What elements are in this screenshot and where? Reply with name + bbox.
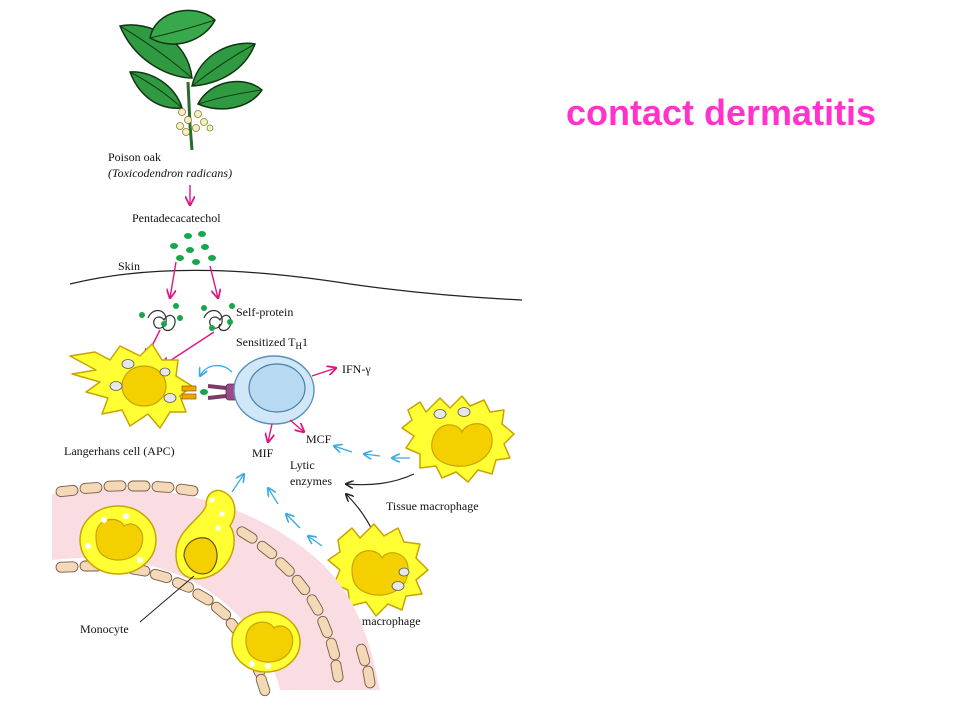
label-monocyte: Monocyte <box>80 622 129 636</box>
plant-stem <box>186 81 194 151</box>
monocyte-pointer-line <box>139 575 195 623</box>
plant-leaf <box>128 71 183 109</box>
slide-title: contact dermatitis <box>566 92 877 133</box>
tissue-macrophage-upper <box>401 395 515 483</box>
plant-leaf <box>149 9 216 45</box>
plant-berries <box>176 108 214 136</box>
label-poison-oak-latin: (Toxicodendron radicans) <box>108 166 232 180</box>
contact-dermatitis-diagram: Poison oak (Toxicodendron radicans) Pent… <box>52 9 523 697</box>
arrow-chemical-right <box>209 265 218 298</box>
label-pentadecacatechol: Pentadecacatechol <box>132 211 221 225</box>
arrow-mif <box>268 423 272 442</box>
label-langerhans-cell: Langerhans cell (APC) <box>64 444 175 458</box>
label-enzymes: enzymes <box>290 474 332 488</box>
sensitized-th1-cell <box>207 355 315 425</box>
label-mif: MIF <box>252 446 274 460</box>
arrow-mcf <box>289 419 304 432</box>
chemotaxis-arrows-upper <box>334 446 410 458</box>
label-self-protein: Self-protein <box>236 305 293 319</box>
label-mcf: MCF <box>306 432 332 446</box>
th1-nucleus <box>248 363 306 413</box>
skin-surface-line <box>69 269 523 301</box>
pentadecacatechol-molecules <box>170 231 216 265</box>
label-sensitized-th1: Sensitized TH1 <box>236 335 308 351</box>
langerhans-cell <box>69 343 208 429</box>
monocyte-cell-bottom <box>231 611 301 673</box>
monocyte-cell-left <box>79 505 157 575</box>
apc-nucleus <box>121 365 167 407</box>
poison-oak-plant <box>118 9 263 151</box>
label-ifn-gamma: IFN-γ <box>342 362 371 376</box>
arrow-monocyte-extravasation <box>231 474 244 493</box>
label-lytic: Lytic <box>290 458 315 472</box>
macrophage-nucleus <box>431 423 493 467</box>
self-protein-complex-left <box>139 303 183 332</box>
arrow-enzymes-upper <box>346 473 415 485</box>
label-poison-oak: Poison oak <box>108 150 161 164</box>
arrow-ifn-gamma <box>311 368 336 377</box>
label-tissue-macrophage-upper: Tissue macrophage <box>386 499 479 513</box>
vessel-wall-upper <box>55 480 376 689</box>
chemotaxis-arrows-lower <box>268 488 323 547</box>
self-protein-complex-right <box>201 303 235 332</box>
monocyte-cell-migrating <box>175 489 236 580</box>
arrow-th1-to-apc <box>200 365 233 376</box>
label-skin: Skin <box>118 259 140 273</box>
arrow-chemical-left <box>170 261 177 298</box>
